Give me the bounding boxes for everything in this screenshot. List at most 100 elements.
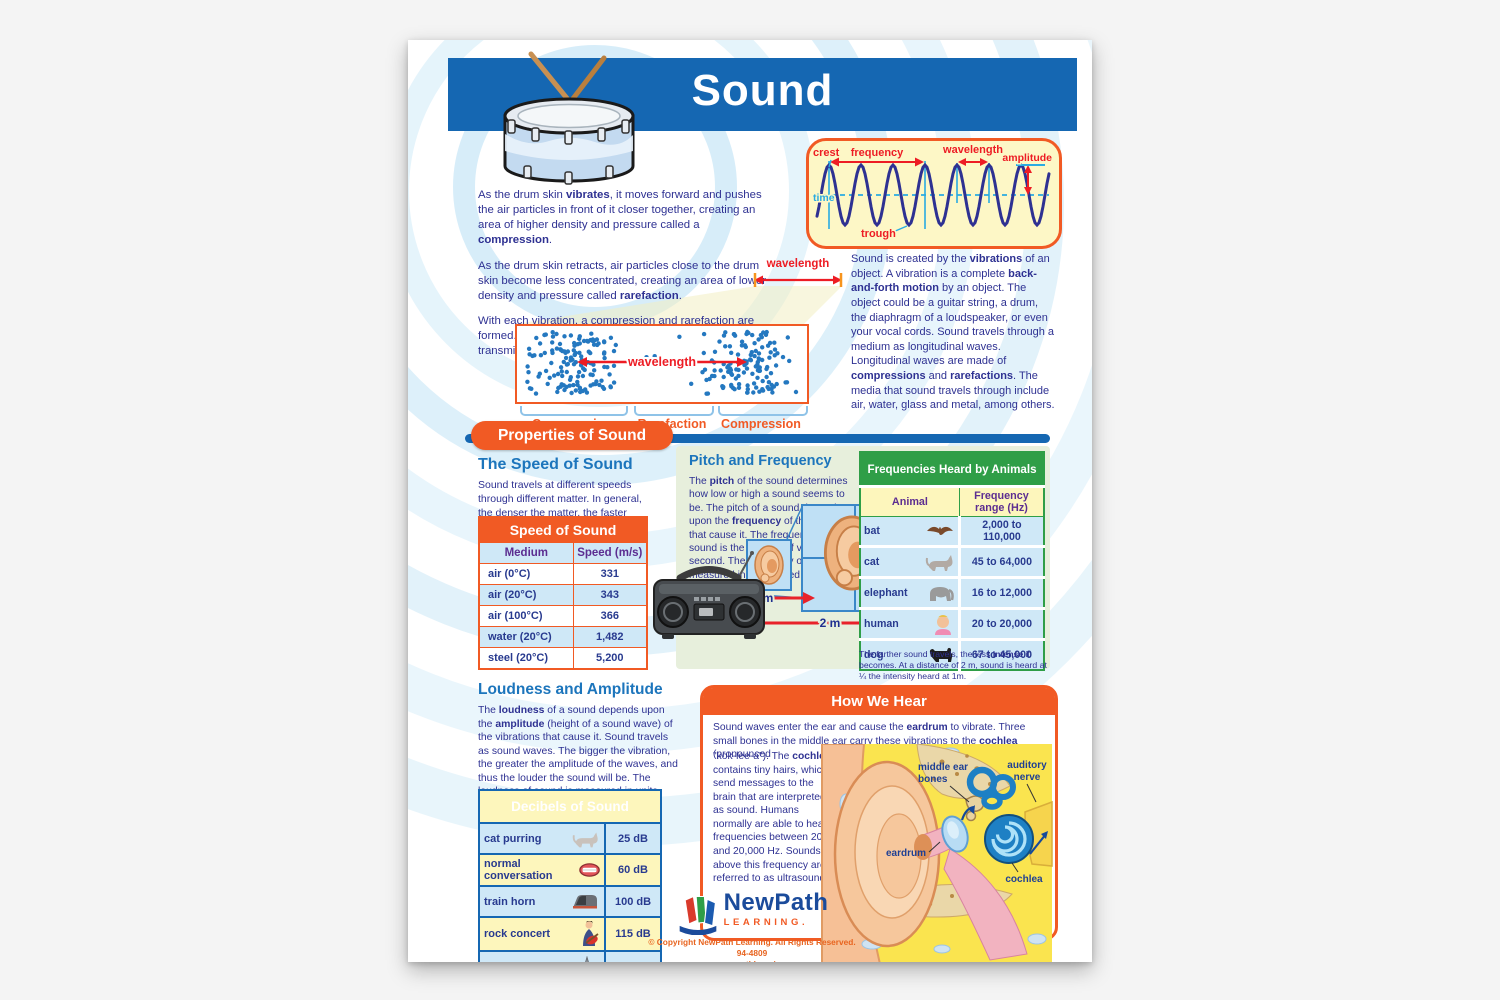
how-we-hear-panel: How We Hear Sound waves enter the ear an… <box>700 685 1058 962</box>
sound-source: normal conversation <box>484 858 553 882</box>
wave-diagram-svg: crest frequency wavelength amplitude tro… <box>812 143 1054 242</box>
properties-divider-bar <box>465 434 1050 443</box>
newpath-logo-icon <box>679 895 716 935</box>
decibels-table: Decibels of Sound cat purring 25 dB norm… <box>478 789 662 962</box>
how-we-hear-intro: Sound waves enter the ear and cause the … <box>713 722 1026 761</box>
animal-frequencies-table: Frequencies Heard by Animals Animal Freq… <box>859 451 1045 671</box>
eardrum-label: eardrum <box>886 848 926 859</box>
speed-value: 5,200 <box>572 647 648 670</box>
middle-ear-bones-label: middle ear <box>918 762 968 773</box>
table-row: jet plane 140 dB <box>478 950 662 963</box>
intensity-note: The farther sound travels, the less inte… <box>859 649 1047 681</box>
animal-range: 16 to 12,000 <box>957 577 1044 610</box>
intro-paragraph-1: As the drum skin vibrates, it moves forw… <box>478 189 762 247</box>
pitch-heading: Pitch and Frequency <box>689 453 832 469</box>
speed-col-speed: Speed (m/s) <box>572 542 648 564</box>
outer-wavelength-arrow <box>753 273 843 287</box>
sound-source: cat purring <box>484 832 542 845</box>
sound-source: train horn <box>484 895 536 908</box>
middle-ear-bones-label-2: bones <box>918 774 948 785</box>
wave-label-trough: trough <box>861 228 896 240</box>
speed-value: 366 <box>572 605 648 627</box>
speed-table-title: Speed of Sound <box>478 516 648 543</box>
sound-source: jet plane <box>484 961 529 963</box>
table-row: rock concert 115 dB <box>478 916 662 952</box>
intensity-note-wrap: The farther sound travels, the less inte… <box>859 649 1049 682</box>
speed-medium: water (20°C) <box>478 626 574 648</box>
bat-icon <box>926 526 953 535</box>
animal-name: dog <box>864 649 884 661</box>
mouth-icon <box>579 863 600 877</box>
website-link[interactable]: www.newpathlearning.com <box>646 959 858 962</box>
intro-paragraph-2: As the drum skin retracts, air particles… <box>478 259 767 302</box>
ear-anatomy-illustration: middle ear bones auditory nerve eardrum … <box>821 744 1053 962</box>
speed-heading: The Speed of Sound <box>478 456 633 473</box>
rock-guitarist-icon <box>583 921 599 946</box>
table-row: dog 67 to 45,000 <box>860 639 1044 670</box>
auditory-nerve-label-2: nerve <box>1014 772 1041 783</box>
sound-source: rock concert <box>484 928 551 940</box>
decibel-value: 140 dB <box>604 950 662 962</box>
loudness-heading: Loudness and Amplitude <box>478 681 663 698</box>
table-row: water (20°C)1,482 <box>478 626 648 648</box>
table-row: air (0°C)331 <box>478 563 648 585</box>
particle-wavelength-label: wavelength <box>627 355 696 369</box>
table-row: normal conversation 60 dB <box>478 853 662 887</box>
speed-value: 331 <box>572 563 648 585</box>
animal-range: 20 to 20,000 <box>957 608 1044 641</box>
distance-2m-label: 2 m <box>820 616 841 630</box>
page-title: Sound <box>691 66 834 115</box>
decibels-table-title: Decibels of Sound <box>478 789 662 824</box>
speed-medium: air (100°C) <box>478 605 574 627</box>
cat-purring-icon <box>572 831 598 847</box>
compression-bracket <box>718 406 808 416</box>
cochlea-label: cochlea <box>1005 874 1043 885</box>
wave-label-amplitude: amplitude <box>1002 152 1052 164</box>
wavelength-beam <box>516 286 842 324</box>
table-row: train horn 100 dB <box>478 885 662 918</box>
table-row: elephant 16 to 12,000 <box>860 577 1044 610</box>
wave-label-frequency: frequency <box>851 147 904 159</box>
animal-name: elephant <box>864 587 908 599</box>
rarefaction-bracket <box>634 406 714 416</box>
decibel-value: 115 dB <box>604 916 662 952</box>
jet-plane-icon <box>585 955 589 962</box>
dog-icon <box>929 647 953 662</box>
decibel-value: 25 dB <box>604 822 662 855</box>
speed-value: 343 <box>572 584 648 606</box>
animal-name: human <box>864 618 899 630</box>
auditory-nerve-label: auditory <box>1007 760 1047 771</box>
animals-col-range: Frequency range (Hz) <box>958 486 1045 517</box>
vibrations-paragraph: Sound is created by the vibrations of an… <box>851 253 1055 412</box>
human-icon <box>934 615 951 635</box>
train-icon <box>573 894 597 908</box>
properties-header: Properties of Sound <box>471 421 673 450</box>
animal-name: cat <box>864 556 880 568</box>
how-we-hear-title: How We Hear <box>703 688 1055 715</box>
table-row: air (100°C)366 <box>478 605 648 627</box>
particle-diagram-svg: wavelength <box>525 329 799 396</box>
animal-range: 45 to 64,000 <box>957 546 1044 579</box>
decibel-value: 60 dB <box>604 853 662 887</box>
speed-value: 1,482 <box>572 626 648 648</box>
boombox-illustration <box>653 551 765 639</box>
speed-col-medium: Medium <box>478 542 574 564</box>
table-row: human 20 to 20,000 <box>860 608 1044 641</box>
wave-label-time: time <box>813 192 835 204</box>
speed-medium: steel (20°C) <box>478 647 574 670</box>
wave-label-crest: crest <box>813 147 840 159</box>
animals-table-title: Frequencies Heard by Animals <box>860 452 1044 488</box>
table-row: cat purring 25 dB <box>478 822 662 855</box>
brand-subname: LEARNING. <box>723 917 809 928</box>
how-we-hear-more: "kok-lee-a"). The cochlea contains tiny … <box>713 751 831 885</box>
drum-illustration <box>503 51 635 185</box>
table-row: cat 45 to 64,000 <box>860 546 1044 579</box>
elephant-icon <box>929 587 954 601</box>
speed-of-sound-table: Speed of Sound Medium Speed (m/s) air (0… <box>478 516 648 670</box>
table-row: bat 2,000 to 110,000 <box>860 516 1044 548</box>
animal-range: 67 to 45,000 <box>957 639 1044 670</box>
wave-diagram: crest frequency wavelength amplitude tro… <box>806 138 1062 249</box>
sound-poster: Sound <box>408 40 1092 962</box>
cat-icon <box>925 555 953 571</box>
